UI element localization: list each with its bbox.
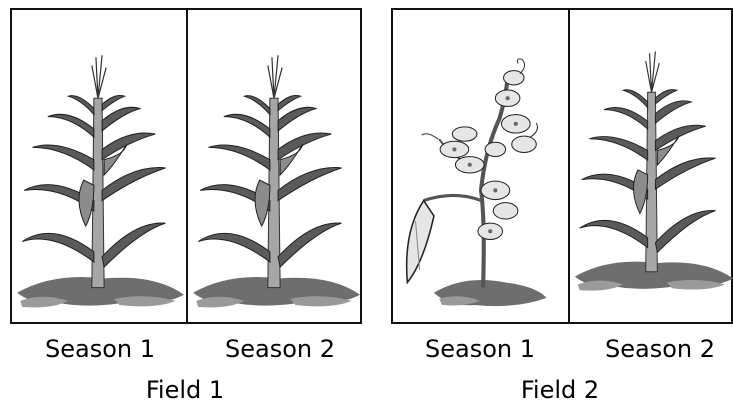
corn-plant-icon	[570, 20, 733, 310]
field-2-season-2-label: Season 2	[590, 335, 730, 363]
corn-plant-icon	[188, 30, 362, 320]
field-2-label: Field 2	[485, 376, 635, 404]
field-1-season-2-label: Season 2	[210, 335, 350, 363]
pea-plant-icon	[393, 30, 567, 320]
field-1-panel	[10, 8, 362, 324]
field-2-season-1-label: Season 1	[410, 335, 550, 363]
field-1-label: Field 1	[110, 376, 260, 404]
corn-plant-icon	[12, 30, 186, 320]
field-1-season-1-label: Season 1	[30, 335, 170, 363]
field-2-panel	[391, 8, 733, 324]
